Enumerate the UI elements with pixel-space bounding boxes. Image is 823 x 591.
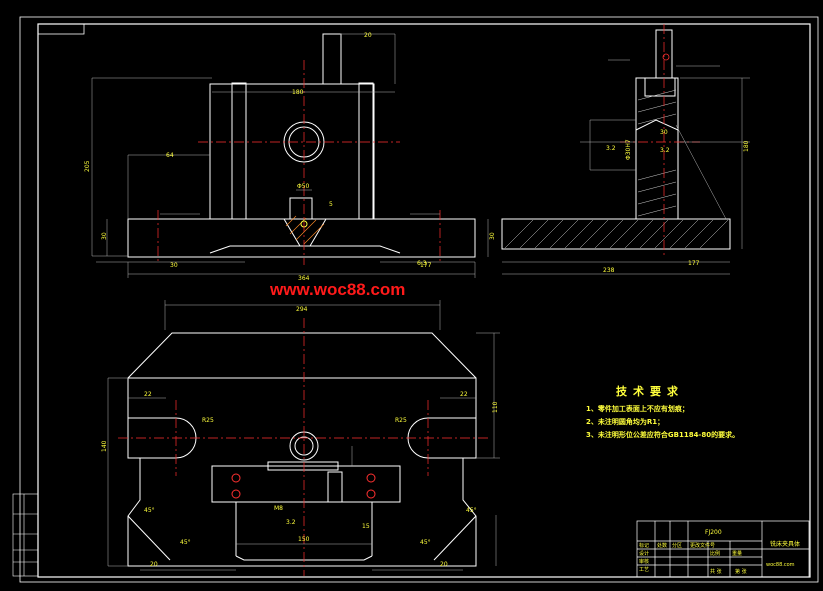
dim-side-height: 180 [743,140,750,152]
side-base [501,218,731,250]
dim-front-right: 177 [420,262,432,269]
title-cell-11: 重量 [732,550,742,557]
tech-item-2: 2、未注明圆角均为R1； [586,417,664,426]
dim-top-m: M8 [274,505,283,512]
watermark: www.woc88.com [269,280,405,299]
top-view [127,332,477,567]
svg-text:45°: 45° [420,539,431,546]
dim-top-bottom-left: 20 [150,561,158,568]
dim-front-small: 5 [329,201,333,208]
tech-title: 技术要求 [616,384,684,398]
dim-front-hole: Φ50 [297,183,310,190]
dim-side-right: 177 [688,260,700,267]
sheet-outer-border [19,16,819,583]
dim-top-left-22: 22 [144,391,152,398]
title-cell-0: 标记 [639,542,649,549]
dim-top-height: 140 [101,440,108,452]
side-strip [12,493,39,577]
svg-text:30: 30 [660,129,668,136]
dim-top-width: 294 [296,306,308,313]
dim-top-r-right: R25 [395,417,407,424]
title-name: 铣床夹具体 [770,540,800,548]
dim-top-right-h: 110 [492,401,499,413]
dim-top-15: 15 [362,523,370,530]
dim-front-left-base: 30 [170,262,178,269]
rough-front: 6.3 [417,260,427,267]
tech-item-1: 1、零件加工表面上不应有划痕； [586,404,689,413]
title-company: woc88.com [766,562,795,568]
title-cell-2: 分区 [672,542,682,549]
title-block [636,520,810,578]
sheet-corner-box [37,23,85,35]
svg-text:45°: 45° [144,507,155,514]
sheet-inner-border [37,23,811,578]
dim-side-base: 238 [603,267,615,274]
dim-top-ra: 3.2 [286,519,296,526]
dim-side-bore: Φ30H7 [625,139,632,160]
dim-top-chamfer: 45° [180,539,191,546]
title-cell-7: 审核 [639,558,649,565]
dim-front-inner: 180 [292,89,304,96]
dim-side-ra: 3.2 [606,145,616,152]
tech-item-3: 3、未注明形位公差应符合GB1184-80的要求。 [586,430,739,439]
title-cell-10: 比例 [710,550,720,557]
dim-front-left-offset: 64 [166,152,174,159]
dim-front-total: 364 [298,275,310,282]
svg-text:22: 22 [460,391,468,398]
svg-text:3.2: 3.2 [660,147,670,154]
dim-front-base-h: 30 [101,232,108,240]
dim-front-top: 20 [364,32,372,39]
title-cell-14: 第 张 [735,568,747,575]
title-cell-3: 更改文件号 [690,542,715,549]
dim-top-bottom-mid: 150 [298,536,310,543]
dim-top-bottom-right: 20 [440,561,448,568]
title-cell-6: 设计 [639,550,649,557]
top-outline [127,332,477,567]
title-cell-8: 工艺 [639,567,649,573]
dim-front-height: 205 [84,160,91,172]
side-hatch [504,89,729,249]
title-cell-1: 处数 [657,542,667,549]
dim-top-r-left: R25 [202,417,214,424]
side-view [501,29,731,250]
title-drawing-no: FJ200 [705,529,722,536]
tech-requirements: 技术要求 1、零件加工表面上不应有划痕； 2、未注明圆角均为R1； 3、未注明形… [586,384,739,439]
svg-text:45°: 45° [466,507,477,514]
title-cell-13: 共 张 [710,568,722,575]
dim-front-base-right: 30 [489,232,496,240]
